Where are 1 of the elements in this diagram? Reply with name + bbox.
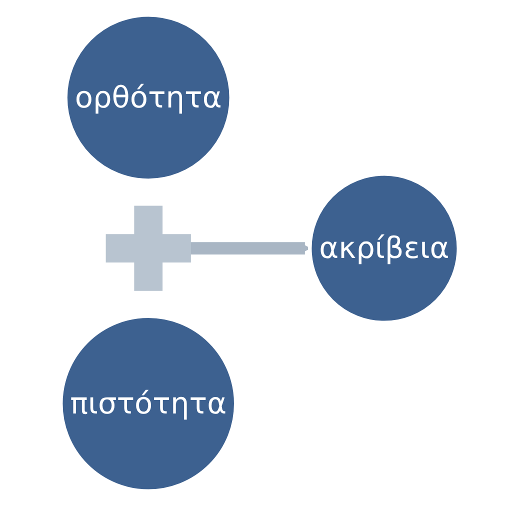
node-plus — [106, 206, 192, 291]
